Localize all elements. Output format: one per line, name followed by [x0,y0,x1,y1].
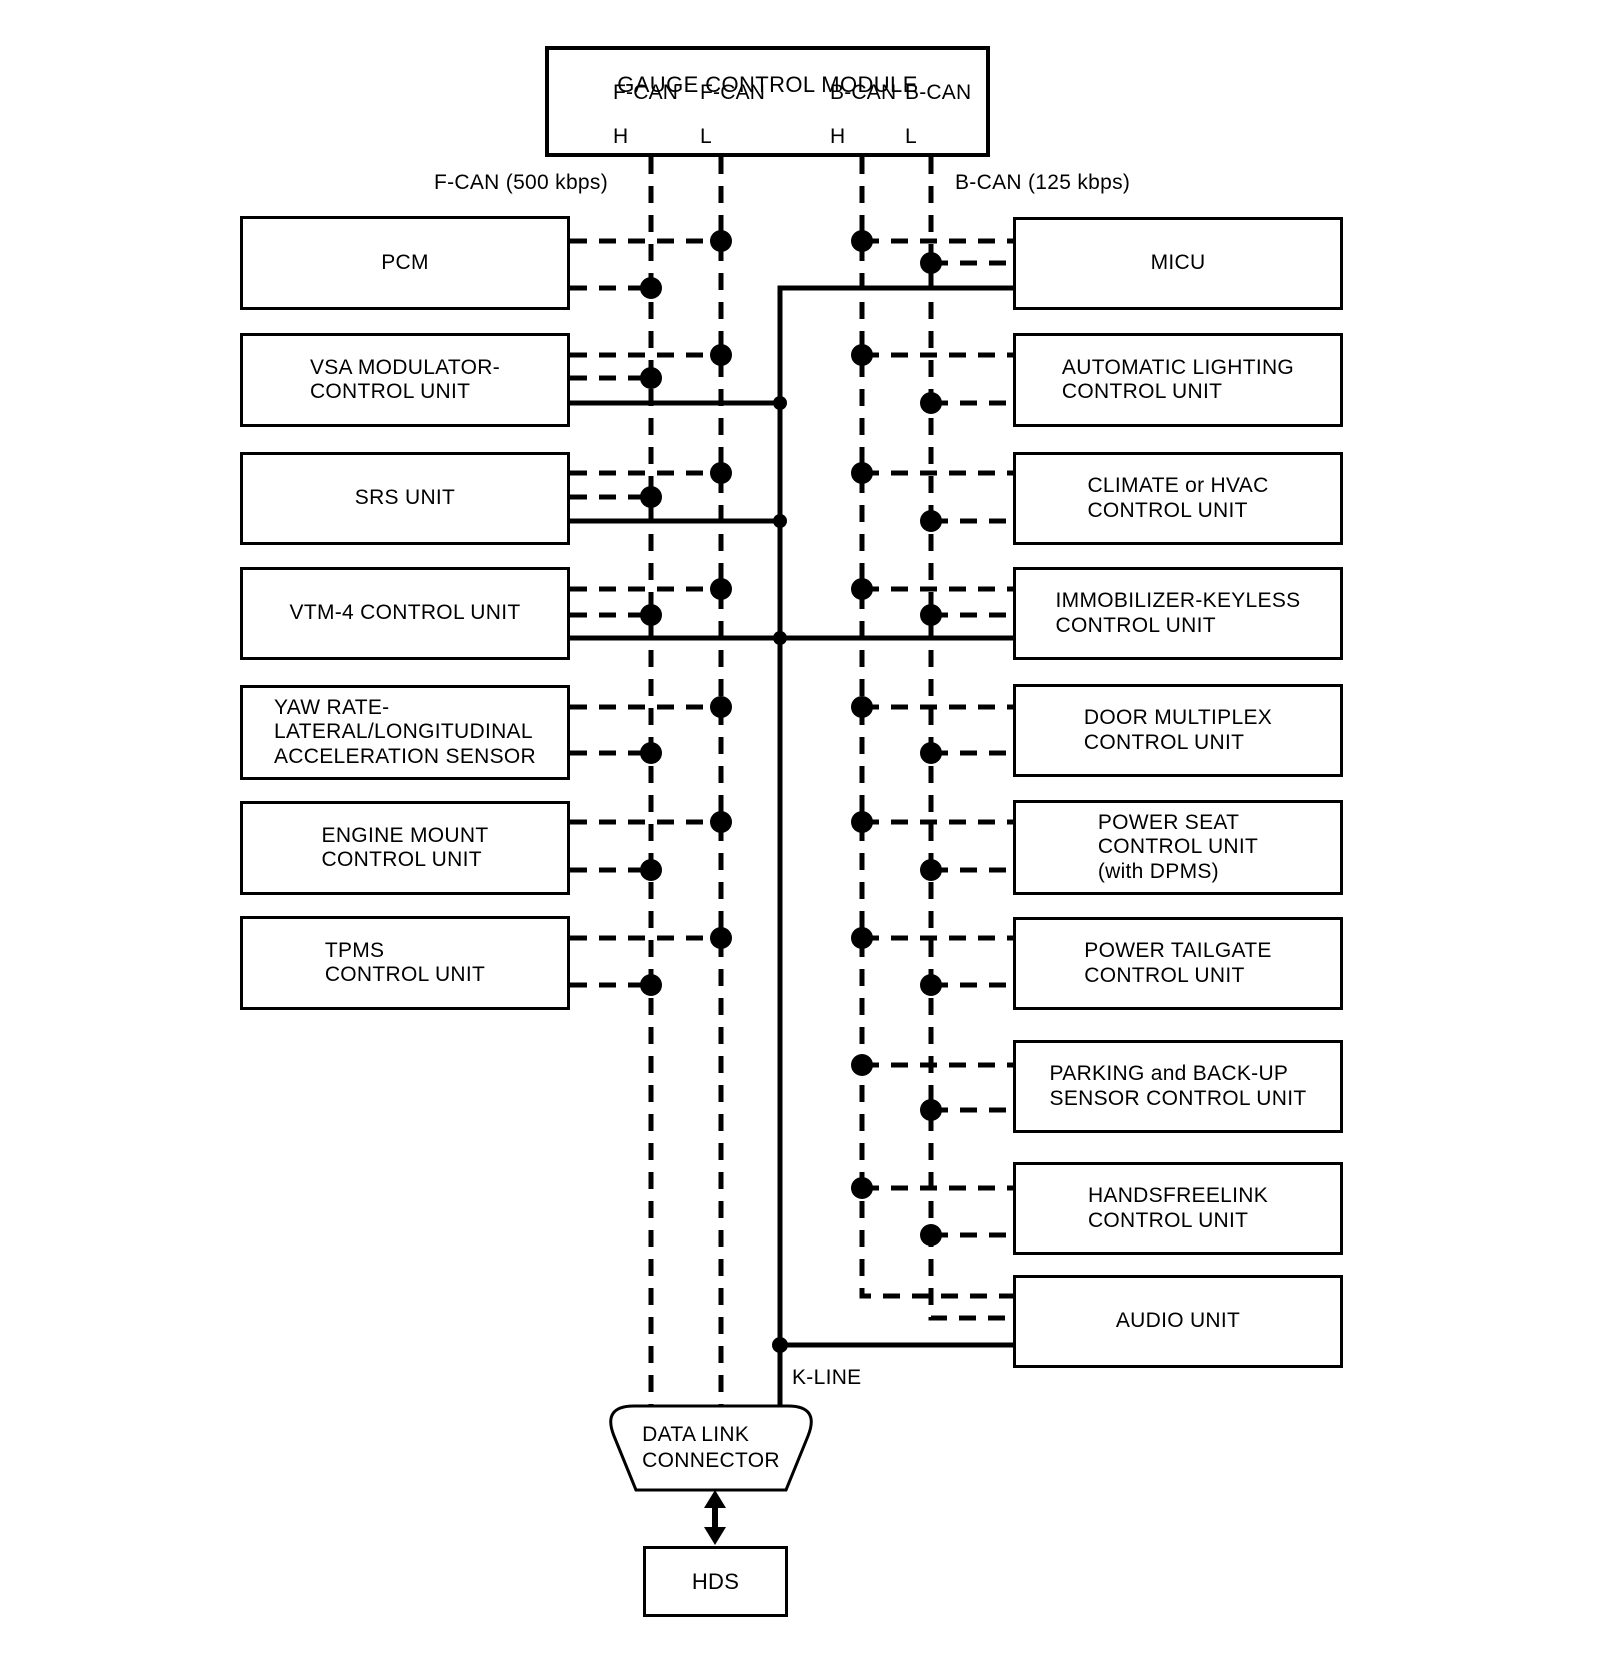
unit-box-yaw-rate-sensor: YAW RATE- LATERAL/LONGITUDINAL ACCELERAT… [240,685,570,780]
gauge-control-module-box: GAUGE CONTROL MODULE [545,46,990,157]
unit-label: CLIMATE or HVAC CONTROL UNIT [1087,474,1269,522]
data-link-connector-shape [609,1404,813,1492]
pin-b-can-l: B-CAN L [905,60,971,148]
unit-label: MICU [1150,251,1206,275]
b-can-h-bus-line [859,157,1013,1299]
unit-label: IMMOBILIZER-KEYLESS CONTROL UNIT [1055,589,1301,637]
pin-f-can-l-wire: L [700,125,712,148]
pin-f-can-h-bus: F-CAN [613,81,679,104]
unit-label: SRS UNIT [354,486,456,510]
pin-b-can-l-bus: B-CAN [905,81,972,104]
right-unit-stubs [862,238,1013,1238]
unit-label: HANDSFREELINK CONTROL UNIT [1087,1184,1269,1232]
f-can-bus-label: F-CAN (500 kbps) [433,171,608,194]
unit-label: AUTOMATIC LIGHTING CONTROL UNIT [1061,355,1295,403]
pin-f-can-h: F-CAN H [613,60,678,148]
unit-label: DOOR MULTIPLEX CONTROL UNIT [1083,706,1273,754]
unit-box-handsfreelink: HANDSFREELINK CONTROL UNIT [1013,1162,1343,1255]
unit-label: AUDIO UNIT [1115,1309,1241,1333]
pin-b-can-h: B-CAN H [830,60,896,148]
unit-box-parking-backup-sensor: PARKING and BACK-UP SENSOR CONTROL UNIT [1013,1040,1343,1133]
unit-label: POWER SEAT CONTROL UNIT (with DPMS) [1097,810,1259,883]
pin-f-can-h-wire: H [613,125,629,148]
unit-box-automatic-lighting: AUTOMATIC LIGHTING CONTROL UNIT [1013,333,1343,427]
unit-box-audio: AUDIO UNIT [1013,1275,1343,1368]
unit-label: TPMS CONTROL UNIT [324,938,486,986]
unit-box-srs: SRS UNIT [240,452,570,545]
unit-label: ENGINE MOUNT CONTROL UNIT [321,823,489,871]
unit-label: VSA MODULATOR- CONTROL UNIT [309,355,501,403]
unit-box-micu: MICU [1013,217,1343,310]
unit-label: VTM-4 CONTROL UNIT [289,601,521,625]
b-can-l-bus-line [928,157,1013,1321]
pin-b-can-h-bus: B-CAN [830,81,897,104]
unit-box-door-multiplex: DOOR MULTIPLEX CONTROL UNIT [1013,684,1343,777]
k-line-main [777,285,1013,1406]
unit-label: POWER TAILGATE CONTROL UNIT [1084,939,1272,987]
left-unit-stubs [570,238,721,988]
unit-label: PARKING and BACK-UP SENSOR CONTROL UNIT [1049,1062,1307,1110]
unit-box-pcm: PCM [240,216,570,310]
b-can-bus-label: B-CAN (125 kbps) [955,171,1131,194]
pin-f-can-l-bus: F-CAN [700,81,766,104]
unit-box-power-tailgate: POWER TAILGATE CONTROL UNIT [1013,917,1343,1010]
pin-b-can-l-wire: L [905,125,917,148]
unit-box-vsa-modulator: VSA MODULATOR- CONTROL UNIT [240,333,570,427]
unit-label: PCM [381,250,429,274]
unit-box-engine-mount: ENGINE MOUNT CONTROL UNIT [240,801,570,895]
pin-b-can-h-wire: H [830,125,846,148]
unit-box-power-seat: POWER SEAT CONTROL UNIT (with DPMS) [1013,800,1343,895]
pin-f-can-l: F-CAN L [700,60,765,148]
unit-label: HDS [691,1568,740,1594]
dlc-hds-arrow [704,1490,726,1545]
unit-box-immobilizer-keyless: IMMOBILIZER-KEYLESS CONTROL UNIT [1013,567,1343,660]
gauge-control-module-title: GAUGE CONTROL MODULE [617,72,918,97]
unit-box-tpms: TPMS CONTROL UNIT [240,916,570,1010]
junction-dots [640,230,942,1353]
k-line-label: K-LINE [792,1366,862,1389]
unit-box-vtm4: VTM-4 CONTROL UNIT [240,567,570,660]
data-link-connector-label: DATA LINK CONNECTOR [642,1422,780,1472]
unit-label: YAW RATE- LATERAL/LONGITUDINAL ACCELERAT… [273,695,537,768]
unit-box-hds: HDS [643,1546,788,1617]
unit-box-climate-hvac: CLIMATE or HVAC CONTROL UNIT [1013,452,1343,545]
